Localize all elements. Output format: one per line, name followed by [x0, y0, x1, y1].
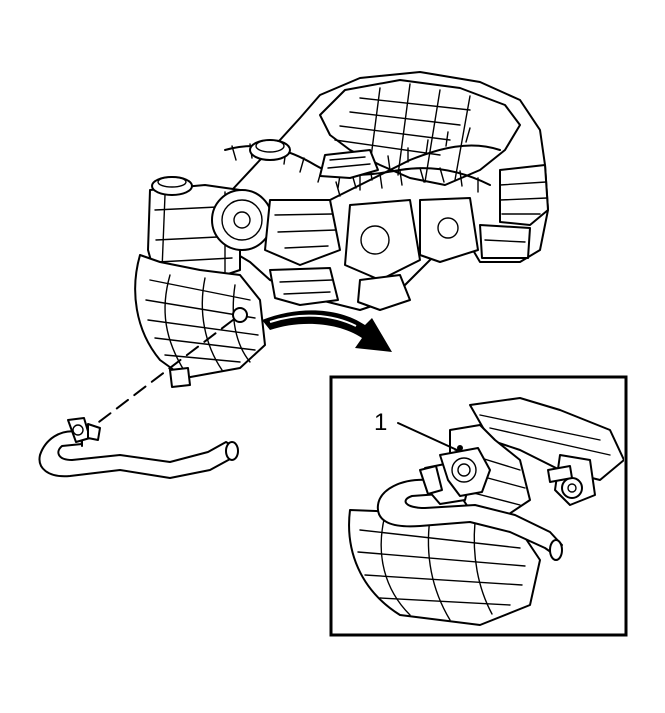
callout-label-1: 1	[374, 409, 387, 436]
detail-view-arrow	[262, 310, 392, 352]
engine-assembly	[134, 71, 549, 388]
valve-leader-line	[94, 307, 248, 426]
detail-inset: 1	[329, 375, 628, 637]
pcv-hose	[38, 417, 239, 479]
